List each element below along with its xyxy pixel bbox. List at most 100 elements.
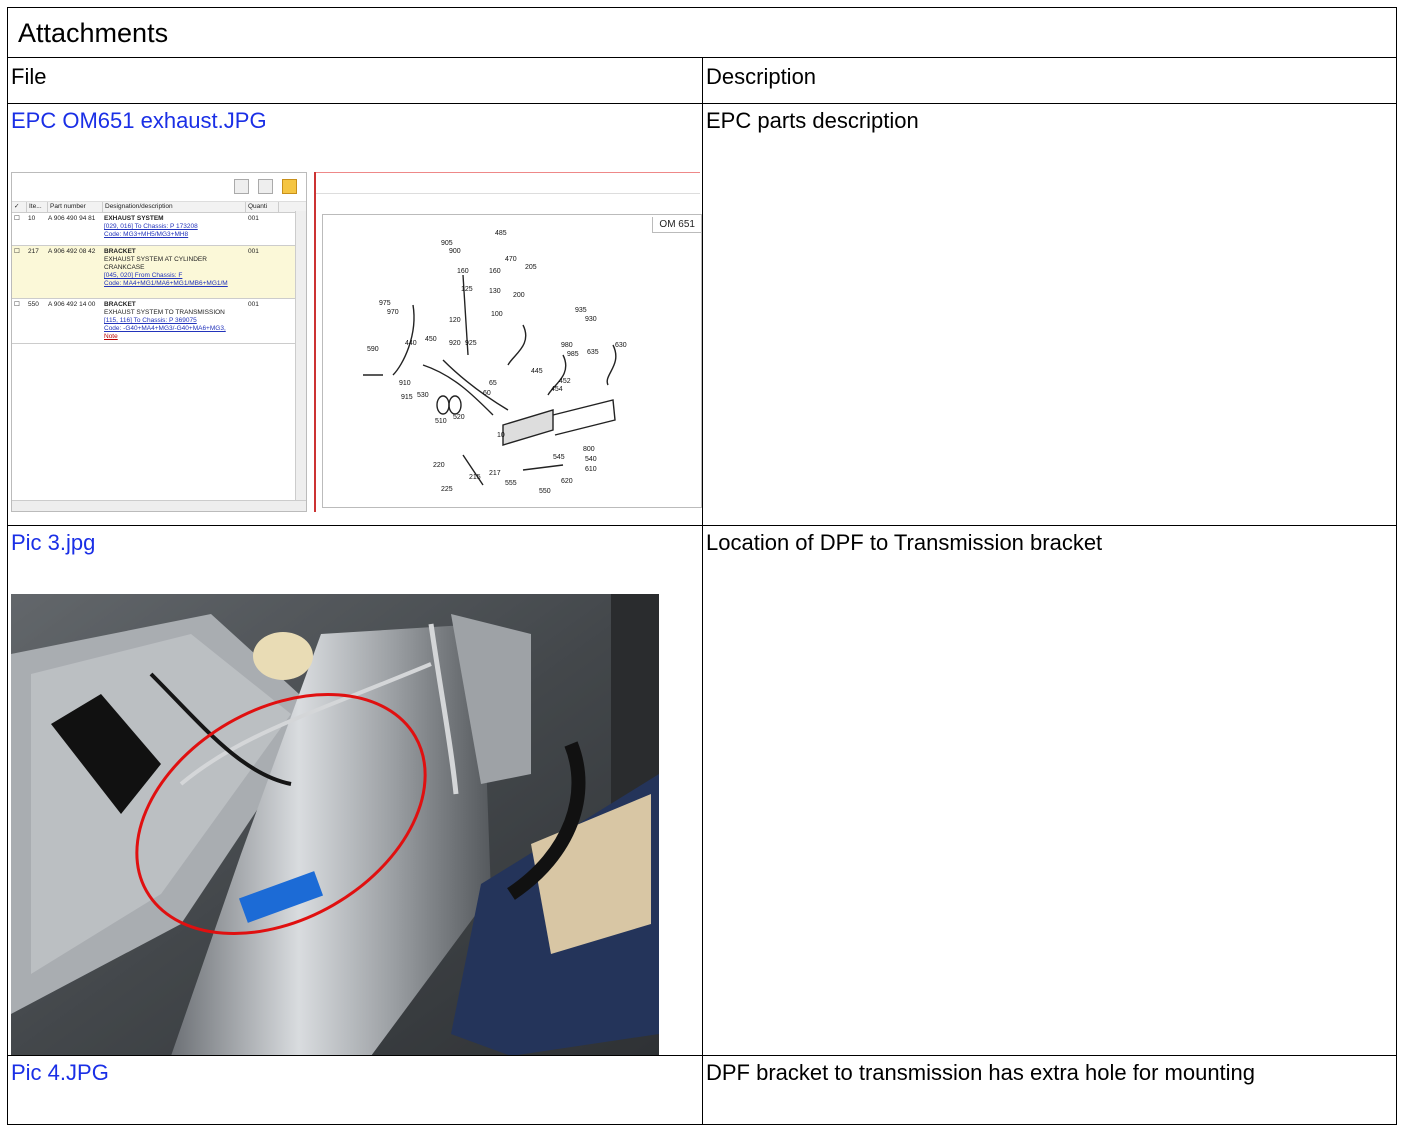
svg-text:590: 590 bbox=[367, 346, 379, 353]
epc-qty: 001 bbox=[248, 248, 259, 255]
column-header-description: Description bbox=[706, 64, 817, 89]
epc-desc: EXHAUST SYSTEM [029, 016] To Chassis: P … bbox=[102, 213, 246, 245]
epc-link: Code: -G40+MA4+MG3/-G40+MA6+MG3, bbox=[104, 325, 226, 332]
file-cell: Pic 4.JPG bbox=[8, 1056, 703, 1124]
epc-part: A 906 492 14 00 bbox=[48, 301, 96, 308]
epc-row: ☐ 550 A 906 492 14 00 BRACKET EXHAUST SY… bbox=[12, 299, 306, 344]
svg-text:450: 450 bbox=[425, 336, 437, 343]
svg-text:217: 217 bbox=[489, 470, 501, 477]
diagram-label: OM 651 bbox=[652, 217, 701, 233]
epc-desc: BRACKET EXHAUST SYSTEM TO TRANSMISSION [… bbox=[102, 299, 246, 343]
epc-link: Code: MA4+MG1/MA6+MG1/MB6+MG1/M bbox=[104, 280, 228, 287]
star-icon bbox=[282, 179, 297, 194]
table-title: Attachments bbox=[8, 8, 1396, 58]
epc-row: ☐ 10 A 906 490 94 81 EXHAUST SYSTEM [029… bbox=[12, 213, 306, 246]
epc-desc-text: EXHAUST SYSTEM AT CYLINDER CRANKCASE bbox=[104, 256, 207, 271]
svg-text:920: 920 bbox=[449, 340, 461, 347]
checkbox-icon: ☐ bbox=[14, 301, 20, 308]
svg-text:915: 915 bbox=[401, 394, 413, 401]
file-link[interactable]: Pic 3.jpg bbox=[11, 530, 96, 555]
epc-desc: BRACKET EXHAUST SYSTEM AT CYLINDER CRANK… bbox=[102, 246, 246, 298]
svg-text:125: 125 bbox=[461, 286, 473, 293]
epc-diagram-panel: OM 651 bbox=[314, 172, 702, 512]
epc-part: A 906 490 94 81 bbox=[48, 215, 96, 222]
header-row: File Description bbox=[8, 58, 1396, 104]
table-row: Pic 3.jpg bbox=[8, 526, 1396, 1056]
epc-col-item: Ite... bbox=[27, 202, 48, 212]
epc-note-link: Note bbox=[104, 333, 118, 340]
svg-text:900: 900 bbox=[449, 248, 461, 255]
svg-text:120: 120 bbox=[449, 317, 461, 324]
file-cell: Pic 3.jpg bbox=[8, 526, 703, 1055]
svg-text:530: 530 bbox=[417, 392, 429, 399]
svg-text:200: 200 bbox=[513, 292, 525, 299]
svg-text:540: 540 bbox=[585, 456, 597, 463]
attachments-table: Attachments File Description EPC OM651 e… bbox=[7, 7, 1397, 1125]
svg-text:905: 905 bbox=[441, 240, 453, 247]
svg-text:100: 100 bbox=[491, 311, 503, 318]
epc-item: 217 bbox=[28, 248, 39, 255]
column-header-file: File bbox=[8, 58, 703, 103]
epc-link: [029, 016] To Chassis: P 173208 bbox=[104, 223, 198, 230]
svg-text:925: 925 bbox=[465, 340, 477, 347]
description-cell: Location of DPF to Transmission bracket bbox=[706, 530, 1103, 555]
checkbox-icon: ☐ bbox=[14, 248, 20, 255]
svg-text:470: 470 bbox=[505, 256, 517, 263]
svg-text:545: 545 bbox=[553, 454, 565, 461]
epc-item: 10 bbox=[28, 215, 36, 222]
checkbox-icon: ☐ bbox=[14, 215, 20, 222]
svg-text:452: 452 bbox=[559, 378, 571, 385]
svg-text:930: 930 bbox=[585, 316, 597, 323]
exhaust-diagram: OM 651 bbox=[322, 214, 702, 508]
epc-diagram-header bbox=[316, 172, 700, 194]
epc-col-check: ✓ bbox=[12, 202, 27, 212]
epc-col-desc: Designation/description bbox=[103, 202, 246, 212]
svg-text:555: 555 bbox=[505, 480, 517, 487]
epc-part: A 906 492 08 42 bbox=[48, 248, 96, 255]
svg-text:800: 800 bbox=[583, 446, 595, 453]
svg-text:220: 220 bbox=[433, 462, 445, 469]
epc-row: ☐ 217 A 906 492 08 42 BRACKET EXHAUST SY… bbox=[12, 246, 306, 299]
epc-link: Code: MG3+MH5/MG3+MH8 bbox=[104, 231, 189, 238]
svg-text:520: 520 bbox=[453, 414, 465, 421]
epc-item: 550 bbox=[28, 301, 39, 308]
file-link[interactable]: Pic 4.JPG bbox=[11, 1060, 109, 1085]
epc-scrollbar bbox=[295, 211, 306, 501]
svg-text:975: 975 bbox=[379, 300, 391, 307]
svg-text:550: 550 bbox=[539, 488, 551, 495]
epc-column-headers: ✓ Ite... Part number Designation/descrip… bbox=[12, 202, 306, 213]
file-cell: EPC OM651 exhaust.JPG ✓ Ite... Part numb… bbox=[8, 104, 703, 525]
epc-name: EXHAUST SYSTEM bbox=[104, 215, 164, 222]
svg-text:225: 225 bbox=[441, 486, 453, 493]
epc-screenshot-image: ✓ Ite... Part number Designation/descrip… bbox=[11, 172, 702, 512]
table-row: Pic 4.JPG DPF bracket to transmission ha… bbox=[8, 1056, 1396, 1124]
epc-qty: 001 bbox=[248, 301, 259, 308]
epc-link: [045, 020] From Chassis: F bbox=[104, 272, 183, 279]
svg-text:10: 10 bbox=[497, 432, 505, 439]
epc-col-part: Part number bbox=[48, 202, 103, 212]
epc-parts-list: ✓ Ite... Part number Designation/descrip… bbox=[11, 172, 307, 512]
epc-name: BRACKET bbox=[104, 248, 136, 255]
svg-text:65: 65 bbox=[489, 380, 497, 387]
svg-text:980: 980 bbox=[561, 342, 573, 349]
svg-text:620: 620 bbox=[561, 478, 573, 485]
svg-text:970: 970 bbox=[387, 309, 399, 316]
svg-text:610: 610 bbox=[585, 466, 597, 473]
description-cell: DPF bracket to transmission has extra ho… bbox=[706, 1060, 1256, 1085]
epc-hscrollbar bbox=[12, 500, 306, 511]
svg-text:205: 205 bbox=[525, 264, 537, 271]
epc-desc-text: EXHAUST SYSTEM TO TRANSMISSION bbox=[104, 309, 225, 316]
svg-text:60: 60 bbox=[483, 390, 491, 397]
svg-text:635: 635 bbox=[587, 349, 599, 356]
epc-name: BRACKET bbox=[104, 301, 136, 308]
svg-text:445: 445 bbox=[531, 368, 543, 375]
edit-icon bbox=[258, 179, 273, 194]
epc-toolbar bbox=[12, 173, 306, 202]
svg-text:985: 985 bbox=[567, 351, 579, 358]
file-link[interactable]: EPC OM651 exhaust.JPG bbox=[11, 108, 267, 133]
svg-text:160: 160 bbox=[457, 268, 469, 275]
svg-text:485: 485 bbox=[495, 230, 507, 237]
table-row: EPC OM651 exhaust.JPG ✓ Ite... Part numb… bbox=[8, 104, 1396, 526]
svg-text:130: 130 bbox=[489, 288, 501, 295]
epc-qty: 001 bbox=[248, 215, 259, 222]
